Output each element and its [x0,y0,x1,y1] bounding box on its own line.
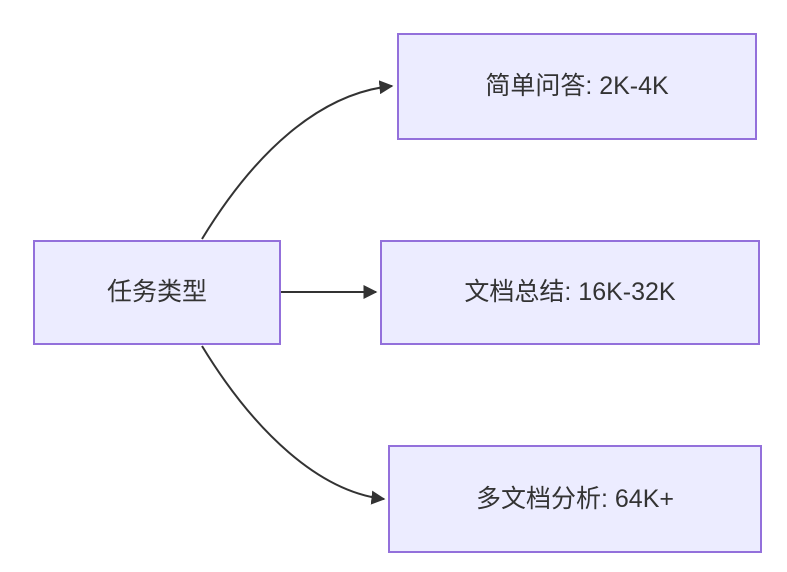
node-multi-doc: 多文档分析: 64K+ [388,445,762,553]
node-simple-qa-label: 简单问答: 2K-4K [485,72,669,101]
node-multi-doc-label: 多文档分析: 64K+ [476,484,674,513]
node-doc-summary-label: 文档总结: 16K-32K [464,278,676,307]
node-simple-qa: 简单问答: 2K-4K [397,33,757,140]
node-task-type: 任务类型 [33,240,281,345]
arrow-to-simple-qa [201,80,394,240]
node-doc-summary: 文档总结: 16K-32K [380,240,760,345]
node-task-type-label: 任务类型 [106,278,207,307]
arrow-to-multi-doc [201,345,386,505]
